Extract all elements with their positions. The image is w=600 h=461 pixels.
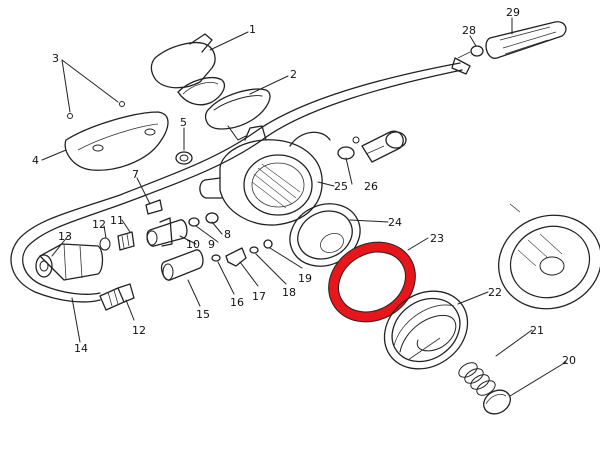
label-19: 19 xyxy=(298,272,312,285)
label-3: 3 xyxy=(52,52,59,65)
label-7: 7 xyxy=(132,168,139,181)
part-2-clamp xyxy=(204,88,271,141)
label-28: 28 xyxy=(462,24,476,37)
label-12-lower: 12 xyxy=(132,324,146,337)
label-2: 2 xyxy=(290,68,297,81)
label-17: 17 xyxy=(252,290,266,303)
part-24-diaphragm xyxy=(289,203,361,267)
label-12-upper: 12 xyxy=(92,218,106,231)
part-21-spring xyxy=(458,362,496,396)
part-23-highlighted-ring xyxy=(328,241,416,323)
label-14: 14 xyxy=(74,342,88,355)
label-5: 5 xyxy=(180,116,187,129)
part-13-connector xyxy=(35,243,104,281)
lever-group xyxy=(160,239,273,281)
part-20-disc xyxy=(483,389,511,415)
part-5-oring xyxy=(175,151,193,165)
label-15: 15 xyxy=(196,308,210,321)
part-12-fitting-lower xyxy=(99,283,135,311)
part-28-oring xyxy=(470,45,484,57)
part-labels: 1 2 3 4 5 7 8 9 10 11 12 12 13 14 15 16 … xyxy=(32,6,576,367)
part-26-purge xyxy=(337,130,407,163)
part-4-cover xyxy=(64,101,169,171)
label-20: 20 xyxy=(562,354,576,367)
label-22: 22 xyxy=(488,286,502,299)
large-cover-right xyxy=(498,203,600,310)
label-23: 23 xyxy=(430,232,444,245)
label-16: 16 xyxy=(230,296,244,309)
part-29-sleeve xyxy=(485,21,567,59)
label-29: 29 xyxy=(506,6,520,19)
part-22-front-cover xyxy=(383,290,469,370)
label-8: 8 xyxy=(224,228,231,241)
leader-lines xyxy=(41,17,567,397)
part-1-mouthpiece xyxy=(150,33,226,106)
label-24: 24 xyxy=(388,216,402,229)
housing xyxy=(199,125,331,226)
label-13: 13 xyxy=(58,230,72,243)
hose xyxy=(10,57,471,303)
label-25: 25 xyxy=(334,180,348,193)
label-10: 10 xyxy=(186,238,200,251)
label-11: 11 xyxy=(110,214,124,227)
label-1: 1 xyxy=(249,23,256,36)
label-9: 9 xyxy=(208,238,215,251)
label-21: 21 xyxy=(530,324,544,337)
label-26: 26 xyxy=(364,180,378,193)
label-18: 18 xyxy=(282,286,296,299)
label-4: 4 xyxy=(32,154,39,167)
